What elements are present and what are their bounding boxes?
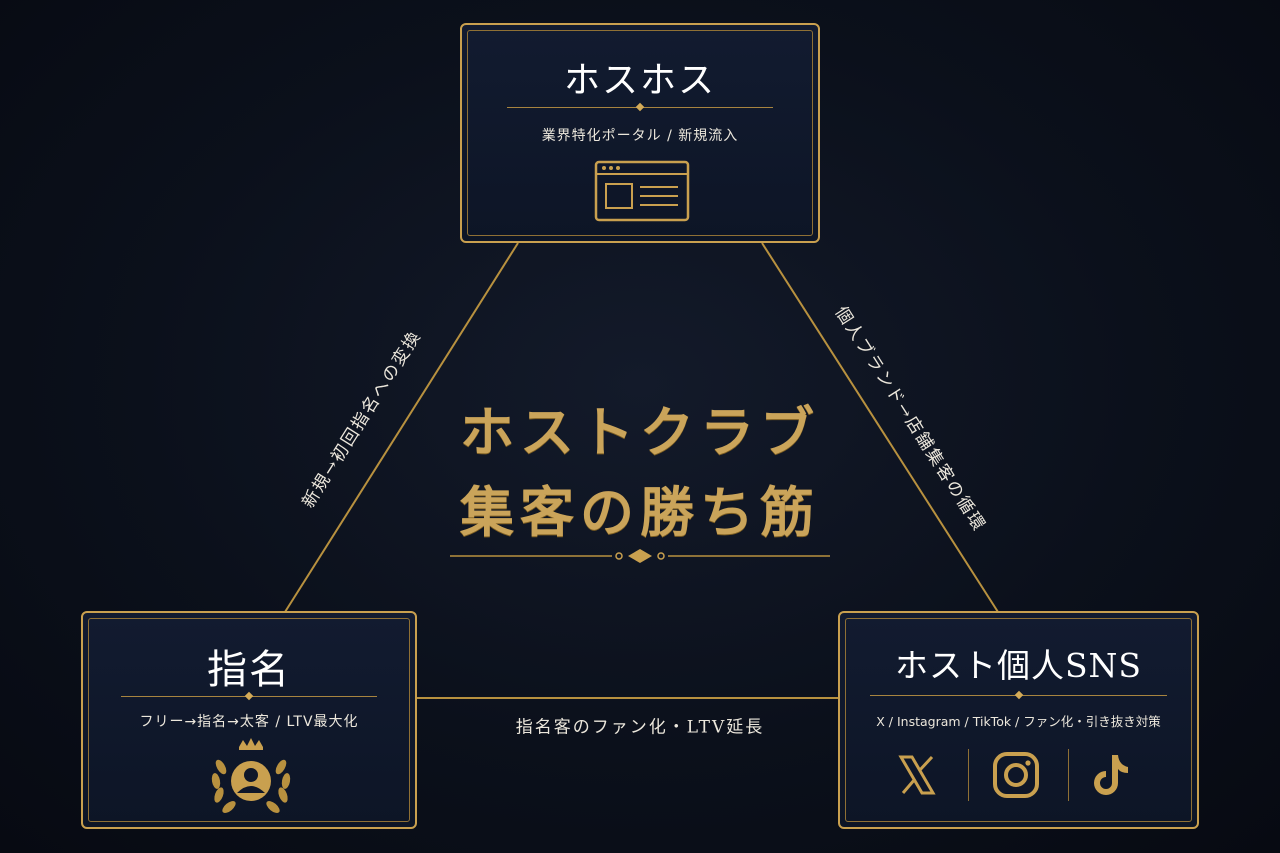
crowned-customer-laurel-icon: [211, 738, 291, 813]
divider-diamond: [1014, 690, 1024, 700]
browser-window-icon: [594, 160, 690, 222]
center-ornament-divider: [450, 549, 830, 563]
x-logo-icon[interactable]: [895, 753, 939, 797]
divider-diamond: [635, 102, 645, 112]
tiktok-icon[interactable]: [1090, 751, 1134, 799]
node-shimei-title: 指名: [207, 647, 291, 693]
edge-top-right-line: [761, 242, 999, 613]
center-title-line1: ホストクラブ: [460, 400, 820, 464]
node-hoshos-card[interactable]: ホスホス 業界特化ポータル / 新規流入: [460, 23, 820, 243]
center-title-line2: 集客の勝ち筋: [460, 480, 820, 544]
icon-separator: [1068, 749, 1069, 801]
node-hoshos-title: ホスホス: [563, 60, 716, 101]
node-host-sns-card[interactable]: ホスト個人SNS X / Instagram / TikTok / ファン化・引…: [838, 611, 1199, 829]
node-host-sns-subtitle: X / Instagram / TikTok / ファン化・引き抜き対策: [876, 714, 1161, 729]
node-host-sns-title: ホスト個人SNS: [894, 646, 1143, 685]
node-hoshos-subtitle: 業界特化ポータル / 新規流入: [541, 128, 739, 144]
icon-separator: [968, 749, 969, 801]
instagram-icon[interactable]: [992, 751, 1040, 799]
node-shimei-subtitle: フリー→指名→太客 / LTV最大化: [139, 714, 359, 730]
edge-top-left-line: [284, 242, 519, 613]
edge-bottom-label: 指名客のファン化・LTV延長: [515, 717, 765, 738]
node-shimei-card[interactable]: 指名 フリー→指名→太客 / LTV最大化: [81, 611, 417, 829]
